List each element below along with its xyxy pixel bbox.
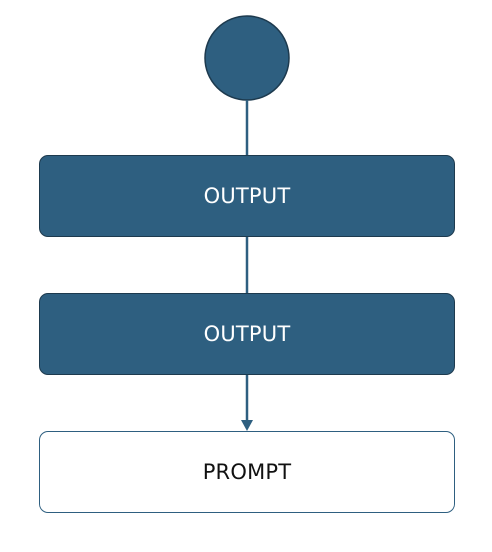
output-node-2-label: OUTPUT xyxy=(203,322,291,346)
start-node xyxy=(204,15,290,101)
output-node-1[interactable]: OUTPUT xyxy=(39,155,455,237)
arrowhead-icon xyxy=(241,420,253,431)
output-node-1-label: OUTPUT xyxy=(203,184,291,208)
output-node-2[interactable]: OUTPUT xyxy=(39,293,455,375)
prompt-node-label: PROMPT xyxy=(202,460,292,484)
prompt-node[interactable]: PROMPT xyxy=(39,431,455,513)
